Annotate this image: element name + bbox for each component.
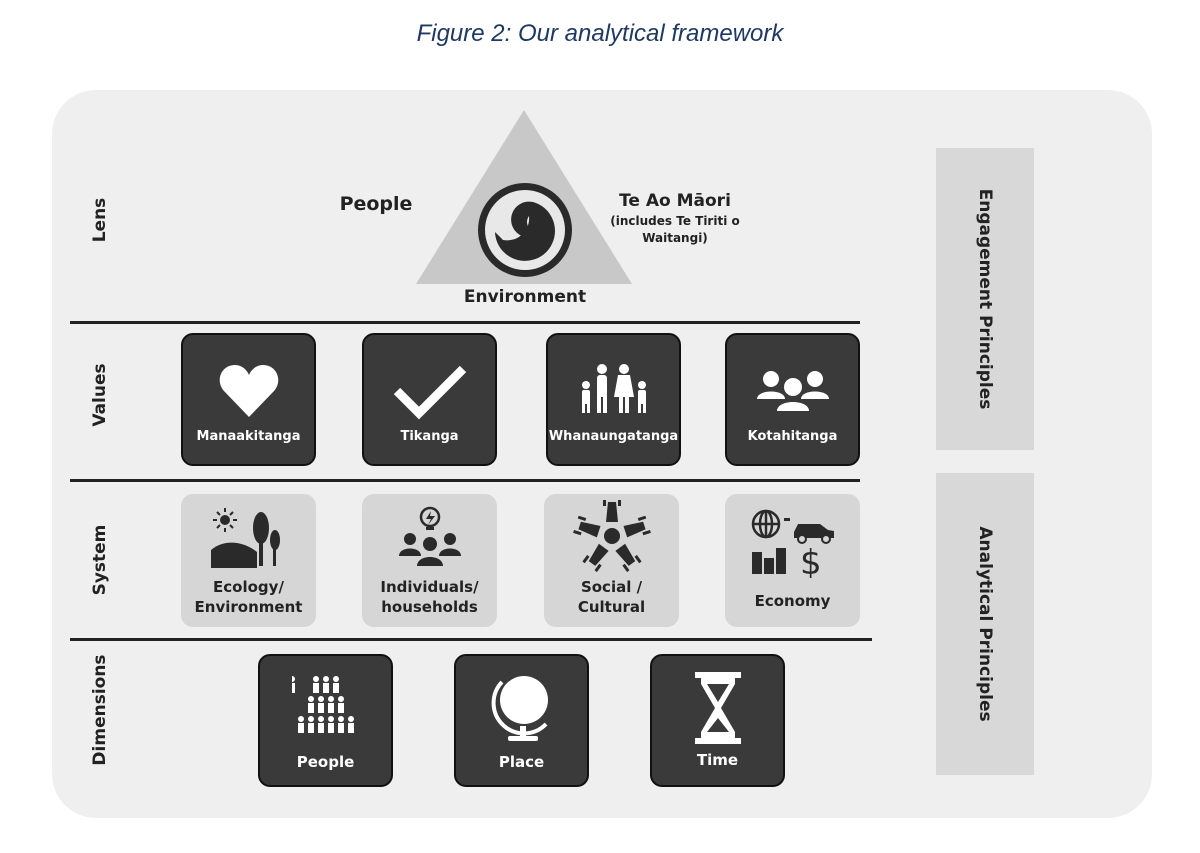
group-icon — [756, 371, 829, 411]
checkmark-icon — [393, 365, 466, 420]
dimension-box-time: Time — [650, 654, 785, 787]
svg-text:$: $ — [800, 543, 822, 578]
value-box-tikanga: Tikanga — [362, 333, 497, 466]
system-box-economy: $ Economy — [725, 494, 860, 627]
lens-te-ao-maori-note-1: (includes Te Tiriti o — [610, 214, 740, 228]
figure-caption: Figure 2: Our analytical framework — [416, 20, 784, 47]
row-label-values: Values — [90, 363, 110, 427]
value-label: Whanaungatanga — [548, 429, 679, 444]
system-box-ecology: Ecology/Environment — [181, 494, 316, 627]
lens-te-ao-maori-note-2: Waitangi) — [642, 231, 708, 245]
lens-te-ao-maori: Te Ao Māori — [619, 191, 731, 211]
crowd-pyramid-icon — [291, 676, 354, 733]
engagement-principles-panel: Engagement Principles — [936, 148, 1034, 450]
analytical-principles-panel: Analytical Principles — [936, 473, 1034, 775]
economy-icon: $ — [751, 509, 834, 578]
dimension-label: People — [296, 753, 355, 771]
people-idea-icon — [398, 506, 461, 566]
dimension-box-people: People — [258, 654, 393, 787]
hourglass-icon — [694, 672, 741, 744]
value-label: Kotahitanga — [747, 429, 838, 444]
lens-environment: Environment — [463, 287, 587, 307]
value-box-whanaungatanga: Whanaungatanga — [546, 333, 681, 466]
row-label-system: System — [90, 524, 110, 596]
row-label-lens: Lens — [90, 197, 110, 243]
divider-lens-values — [70, 321, 860, 324]
divider-values-system — [70, 479, 860, 482]
hands-circle-icon — [572, 500, 651, 572]
koru-icon — [473, 180, 577, 280]
system-label: Social /Cultural — [577, 578, 646, 616]
engagement-principles-label: Engagement Principles — [975, 188, 995, 410]
analytical-principles-label: Analytical Principles — [975, 526, 995, 722]
row-label-dimensions: Dimensions — [90, 654, 110, 766]
landscape-icon — [210, 508, 280, 568]
dimension-box-place: Place — [454, 654, 589, 787]
dimension-label: Time — [696, 751, 739, 769]
system-label: Individuals/households — [380, 578, 479, 616]
lens-people: People — [339, 193, 413, 215]
family-icon — [581, 364, 646, 413]
value-label: Tikanga — [400, 429, 459, 444]
divider-system-dimensions — [70, 638, 872, 641]
system-label: Economy — [754, 592, 831, 610]
system-box-social-cultural: Social /Cultural — [544, 494, 679, 627]
system-label: Ecology/Environment — [194, 578, 303, 616]
globe-icon — [491, 676, 548, 741]
system-box-individuals: Individuals/households — [362, 494, 497, 627]
dimension-label: Place — [498, 753, 545, 771]
value-box-manaakitanga: Manaakitanga — [181, 333, 316, 466]
value-box-kotahitanga: Kotahitanga — [725, 333, 860, 466]
value-label: Manaakitanga — [196, 429, 301, 444]
heart-icon — [219, 365, 278, 417]
